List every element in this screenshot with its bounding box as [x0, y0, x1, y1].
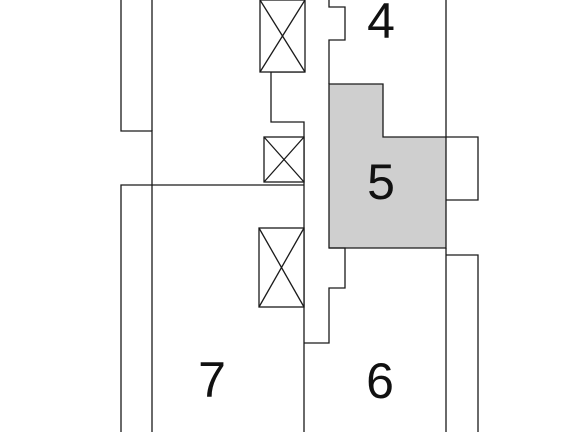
unit-6-label[interactable]: 6	[366, 353, 394, 409]
wall-corridor-right	[304, 0, 346, 344]
unit-5-label[interactable]: 5	[367, 154, 395, 210]
shaft-middle	[263, 136, 305, 183]
unit-4-label[interactable]: 4	[367, 0, 395, 49]
shaft-bottom	[258, 227, 305, 308]
wall-right-lower	[445, 254, 479, 432]
shaft-top	[259, 0, 306, 73]
wall-left-upper	[120, 0, 153, 432]
wall-right-upper	[445, 0, 479, 201]
unit-7-label[interactable]: 7	[198, 352, 226, 408]
